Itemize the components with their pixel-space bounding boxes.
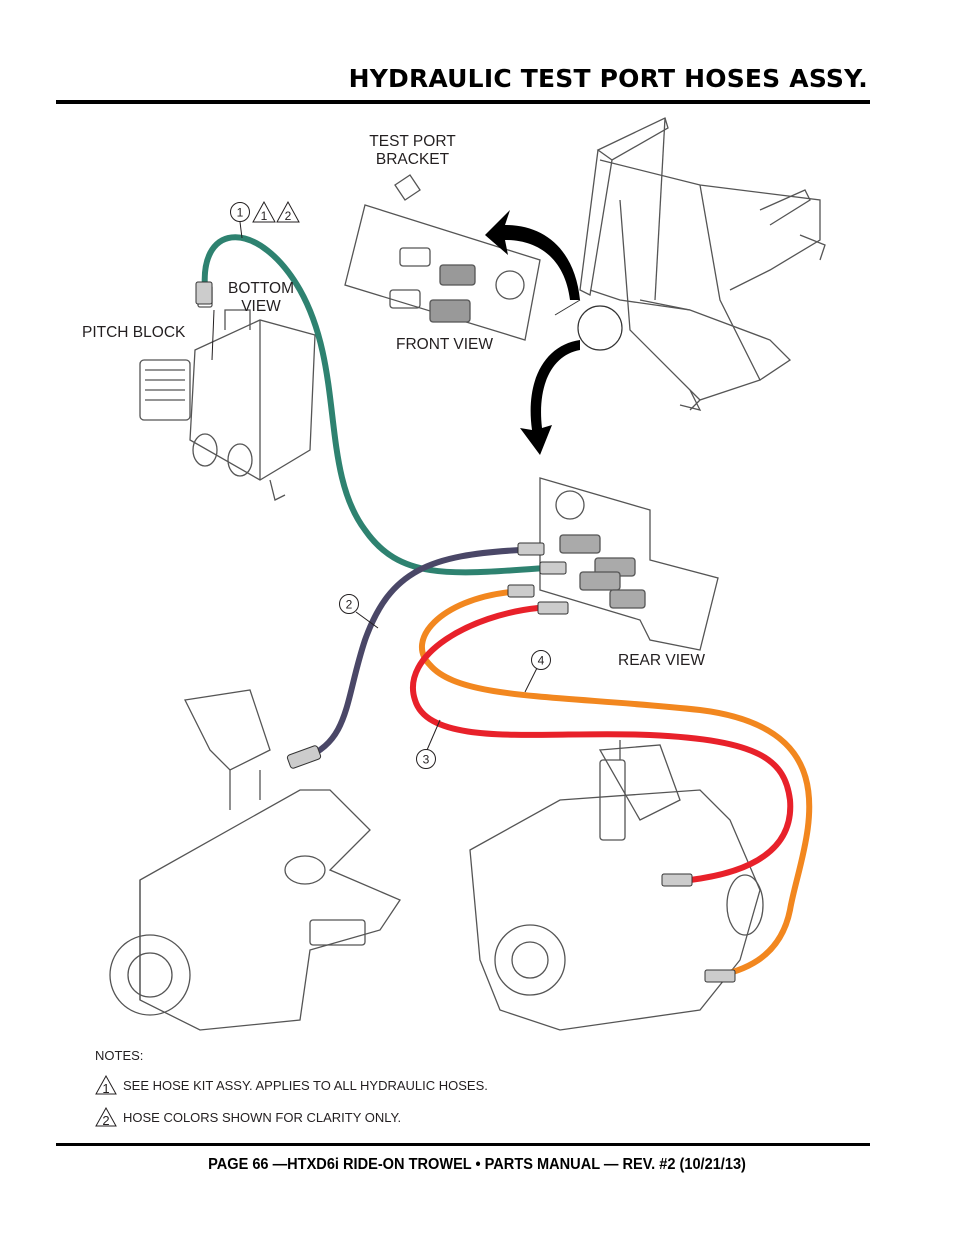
svg-text:1: 1 (261, 209, 268, 223)
svg-text:1: 1 (237, 206, 244, 220)
label-rear-view: REAR VIEW (618, 652, 705, 669)
label-bottom-view: BOTTOM VIEW (220, 280, 302, 316)
arrow-down-icon (520, 340, 580, 455)
left-gearbox (109, 689, 401, 1031)
test-port-bracket-front (344, 174, 541, 341)
callout-1: 1 (230, 202, 250, 222)
note-2-triangle: 2 (276, 200, 300, 223)
note-item: 2 HOSE COLORS SHOWN FOR CLARITY ONLY. (95, 1107, 488, 1127)
svg-text:2: 2 (285, 209, 292, 223)
page-title: HYDRAULIC TEST PORT HOSES ASSY. (348, 64, 868, 93)
footer-rule (56, 1143, 870, 1146)
label-line: BOTTOM (227, 280, 295, 297)
svg-text:2: 2 (102, 1113, 109, 1127)
hose-2-purple (302, 547, 523, 761)
svg-text:4: 4 (538, 654, 545, 668)
svg-text:2: 2 (346, 598, 353, 612)
note-text: SEE HOSE KIT ASSY. APPLIES TO ALL HYDRAU… (123, 1077, 488, 1093)
label-line: TEST PORT (369, 133, 456, 150)
hose-4-orange (418, 589, 813, 980)
notes-heading: NOTES: (95, 1048, 144, 1063)
right-gearbox (469, 740, 764, 1031)
pitch-block (139, 284, 316, 501)
hose-1-green (201, 234, 548, 576)
arrow-up-icon (485, 210, 580, 300)
notes-section: NOTES: 1 SEE HOSE KIT ASSY. APPLIES TO A… (95, 1048, 488, 1127)
label-test-port-bracket: TEST PORT BRACKET (360, 133, 465, 169)
hose-3-red (410, 605, 794, 883)
svg-text:3: 3 (423, 753, 430, 767)
callout-4: 4 (531, 650, 551, 670)
label-line: VIEW (241, 298, 281, 315)
hose-fittings (195, 281, 736, 983)
detail-circle (577, 305, 623, 351)
label-front-view: FRONT VIEW (396, 336, 494, 353)
warning-triangle-icon: 1 (95, 1075, 117, 1095)
page-footer: PAGE 66 —HTXD6i RIDE-ON TROWEL • PARTS M… (208, 1156, 746, 1173)
warning-triangle-icon: 2 (95, 1107, 117, 1127)
test-port-bracket-rear (539, 477, 719, 651)
trowel-frame (579, 117, 826, 411)
header-rule (56, 100, 870, 104)
note-text: HOSE COLORS SHOWN FOR CLARITY ONLY. (123, 1109, 402, 1125)
callout-3: 3 (416, 749, 436, 769)
callout-2: 2 (339, 594, 359, 614)
note-item: 1 SEE HOSE KIT ASSY. APPLIES TO ALL HYDR… (95, 1075, 488, 1095)
svg-text:1: 1 (102, 1081, 109, 1095)
note-1-triangle: 1 (252, 200, 276, 223)
label-line: BRACKET (375, 151, 450, 168)
label-pitch-block: PITCH BLOCK (82, 324, 186, 341)
